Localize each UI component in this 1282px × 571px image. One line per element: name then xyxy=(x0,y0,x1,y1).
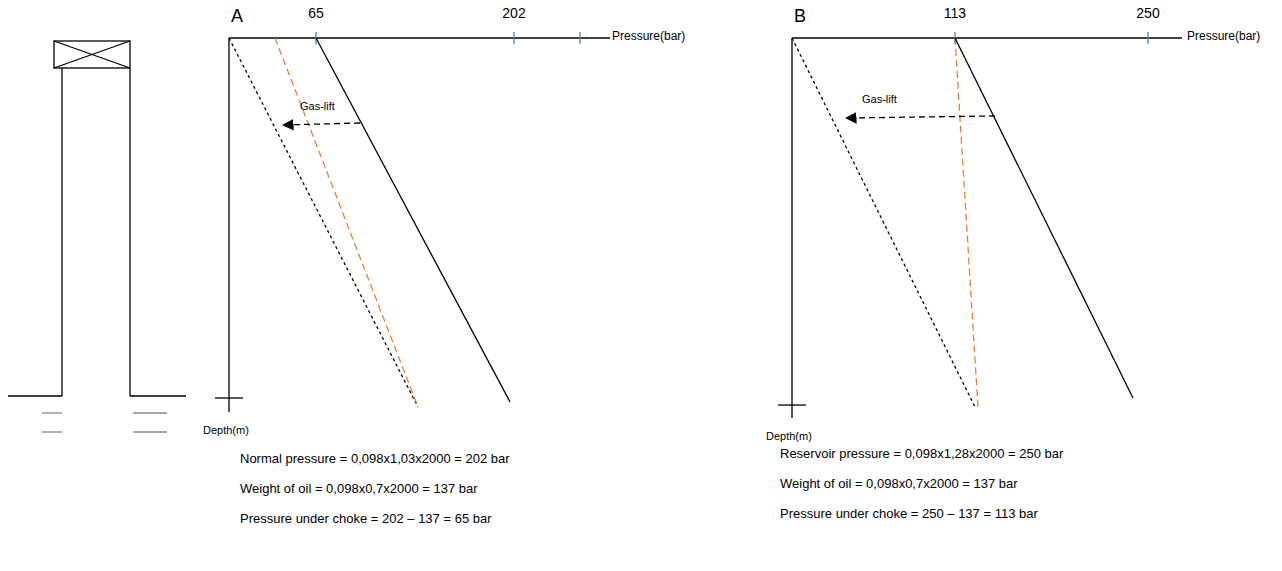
casing-wall xyxy=(129,68,130,396)
formula-note: Pressure under choke = 250 – 137 = 113 b… xyxy=(780,507,1038,522)
ground-line xyxy=(8,395,62,396)
axis-title: Depth(m) xyxy=(203,424,249,437)
formula-note: Weight of oil = 0,098x0,7x2000 = 137 bar xyxy=(780,477,1018,492)
arrow-label: Gas-lift xyxy=(862,93,897,106)
pressure-axis xyxy=(792,37,1182,38)
wellhead-cross xyxy=(54,41,130,68)
chart-letter: B xyxy=(794,6,806,27)
chart-b xyxy=(778,32,1182,418)
chart-a xyxy=(215,32,610,412)
gradient-line xyxy=(955,38,1133,398)
casing-wall xyxy=(61,68,62,396)
tick-label: 65 xyxy=(308,5,324,21)
depth-axis xyxy=(791,38,792,418)
tick-label: 113 xyxy=(944,5,966,21)
tick-label: 250 xyxy=(1136,5,1159,21)
axis-tick xyxy=(579,32,580,44)
well-schematic xyxy=(8,41,186,432)
gradient-line xyxy=(316,38,510,402)
formula-note: Reservoir pressure = 0,098x1,28x2000 = 2… xyxy=(780,447,1063,462)
formula-note: Pressure under choke = 202 – 137 = 65 ba… xyxy=(240,512,492,527)
gas-lift-arrow xyxy=(846,116,995,118)
tick-label: 202 xyxy=(502,5,525,21)
axis-tick xyxy=(513,32,514,44)
chart-letter: A xyxy=(231,6,243,27)
axis-title: Pressure(bar) xyxy=(612,30,685,44)
wellhead-box xyxy=(54,41,130,68)
axis-title: Pressure(bar) xyxy=(1187,30,1260,44)
arrow-label: Gas-lift xyxy=(300,100,335,113)
gas-lift-arrow xyxy=(283,123,360,125)
gradient-line xyxy=(229,38,418,407)
gradient-line xyxy=(275,38,418,407)
pressure-axis xyxy=(229,37,610,38)
depth-axis xyxy=(228,38,229,412)
ground-line xyxy=(130,395,186,396)
axis-tick xyxy=(1147,32,1148,44)
axis-title: Depth(m) xyxy=(766,430,812,443)
axis-tick xyxy=(215,397,243,398)
wellhead-cross xyxy=(54,41,130,68)
gradient-line xyxy=(955,38,978,407)
formula-note: Weight of oil = 0,098x0,7x2000 = 137 bar xyxy=(240,482,478,497)
formation-marks xyxy=(42,413,167,432)
formula-note: Normal pressure = 0,098x1,03x2000 = 202 … xyxy=(240,452,510,467)
axis-tick xyxy=(778,404,806,405)
gradient-line xyxy=(792,38,975,407)
